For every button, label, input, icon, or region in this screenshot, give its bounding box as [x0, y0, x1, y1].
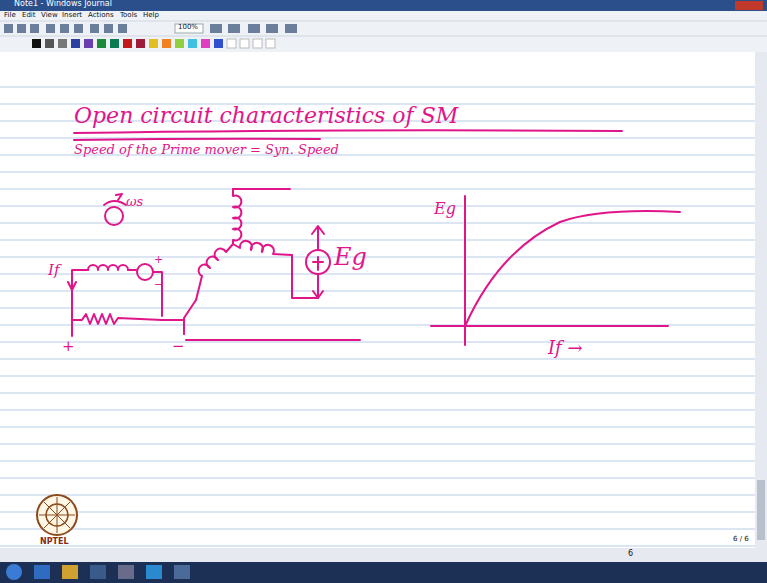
polarity-sign: + [154, 254, 163, 266]
menu-item: Insert [62, 12, 82, 20]
menu-item: Actions [88, 12, 114, 20]
page-count: 6 / 6 [733, 536, 749, 544]
menu-item: File [4, 12, 16, 20]
page-number: 6 [628, 550, 633, 559]
logo-text: NPTEL [40, 538, 69, 547]
field-current-label: If [48, 262, 59, 279]
polarity-sign: − [154, 279, 163, 291]
emf-label: Eg [334, 244, 367, 270]
polarity-sign: + [62, 338, 75, 355]
menu-item: View [41, 12, 58, 20]
condition-note: Speed of the Prime mover = Syn. Speed [74, 143, 339, 157]
window-title: Note1 - Windows Journal [14, 0, 112, 9]
menu-item: Tools [120, 12, 137, 20]
axis-label: If → [548, 338, 583, 358]
polarity-sign: − [172, 338, 185, 355]
axis-label: Eg [434, 200, 456, 218]
heading-text: Open circuit characteristics of SM [74, 104, 458, 128]
menu-item: Help [143, 12, 159, 20]
menu-item: Edit [22, 12, 36, 20]
speed-symbol: ωs [126, 195, 143, 209]
zoom-value: 100% [178, 24, 198, 32]
